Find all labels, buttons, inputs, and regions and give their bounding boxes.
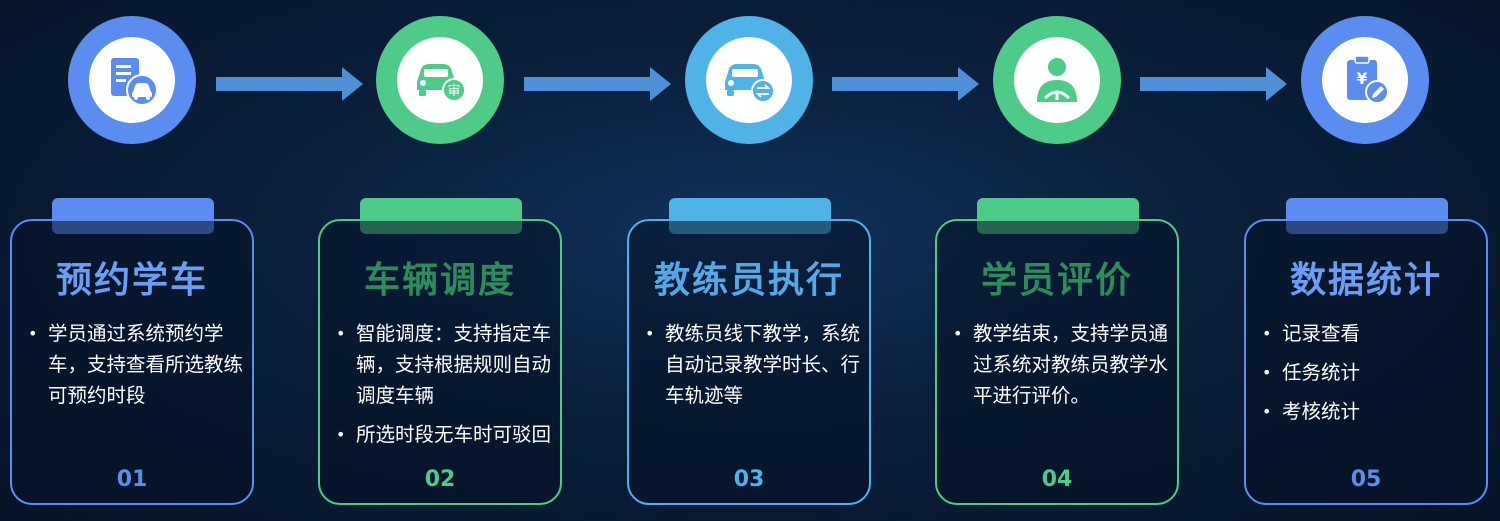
step-1-number: 01 bbox=[116, 467, 148, 492]
flow-arrow-1 bbox=[216, 66, 364, 102]
flow-arrow-4 bbox=[1140, 66, 1288, 102]
clipboard-car-icon bbox=[111, 58, 158, 106]
step-4-item-1: 教学结束，支持学员通过系统对教练员教学水平进行评价。 bbox=[953, 318, 1171, 411]
step-2-title: 车辆调度 bbox=[363, 260, 516, 301]
step-2-item-1: 智能调度：支持指定车辆，支持根据规则自动调度车辆 bbox=[336, 318, 554, 411]
step-4-number: 04 bbox=[1041, 467, 1073, 492]
step-3-item-1: 教练员线下教学，系统自动记录教学时长、行车轨迹等 bbox=[645, 318, 863, 411]
step-3-card: 教练员执行 教练员线下教学，系统自动记录教学时长、行车轨迹等 03 bbox=[627, 219, 871, 505]
step-3-list: 教练员线下教学，系统自动记录教学时长、行车轨迹等 bbox=[645, 318, 863, 419]
step-5-icon-circle: ¥ bbox=[1301, 16, 1429, 144]
car-exchange-icon bbox=[725, 64, 775, 103]
step-5-list: 记录查看 任务统计 考核统计 bbox=[1262, 318, 1480, 435]
step-5-item-1: 记录查看 bbox=[1262, 318, 1480, 349]
step-1-item-1: 学员通过系统预约学车，支持查看所选教练可预约时段 bbox=[28, 318, 246, 411]
flow-arrow-2 bbox=[524, 66, 672, 102]
step-1-title: 预约学车 bbox=[55, 260, 208, 301]
step-4-icon-circle bbox=[993, 16, 1121, 144]
step-4-title: 学员评价 bbox=[980, 260, 1133, 301]
step-5-number: 05 bbox=[1350, 467, 1382, 492]
step-1-card: 预约学车 学员通过系统预约学车，支持查看所选教练可预约时段 01 bbox=[10, 219, 254, 505]
step-3-number: 03 bbox=[733, 467, 765, 492]
step-3-title: 教练员执行 bbox=[653, 260, 844, 301]
step-1-icon-circle bbox=[68, 16, 196, 144]
step-5-item-2: 任务统计 bbox=[1262, 357, 1480, 388]
clipboard-yen-icon: ¥ bbox=[1347, 55, 1389, 104]
step-2-icon-circle: 审 bbox=[376, 16, 504, 144]
svg-text:审: 审 bbox=[447, 84, 460, 99]
step-3-icon-circle bbox=[685, 16, 813, 144]
driver-icon bbox=[1037, 58, 1077, 102]
svg-text:¥: ¥ bbox=[1356, 69, 1367, 88]
step-4-list: 教学结束，支持学员通过系统对教练员教学水平进行评价。 bbox=[953, 318, 1171, 419]
step-2-number: 02 bbox=[424, 467, 456, 492]
car-review-icon: 审 bbox=[417, 64, 466, 102]
step-4-card: 学员评价 教学结束，支持学员通过系统对教练员教学水平进行评价。 04 bbox=[935, 219, 1179, 505]
step-5-item-3: 考核统计 bbox=[1262, 396, 1480, 427]
step-5-card: 数据统计 记录查看 任务统计 考核统计 05 bbox=[1244, 219, 1488, 505]
step-2-card: 车辆调度 智能调度：支持指定车辆，支持根据规则自动调度车辆 所选时段无车时可驳回… bbox=[318, 219, 562, 505]
step-2-item-2: 所选时段无车时可驳回 bbox=[336, 419, 554, 450]
step-2-list: 智能调度：支持指定车辆，支持根据规则自动调度车辆 所选时段无车时可驳回 bbox=[336, 318, 554, 458]
step-5-title: 数据统计 bbox=[1289, 260, 1442, 301]
step-1-list: 学员通过系统预约学车，支持查看所选教练可预约时段 bbox=[28, 318, 246, 419]
flow-arrow-3 bbox=[832, 66, 980, 102]
